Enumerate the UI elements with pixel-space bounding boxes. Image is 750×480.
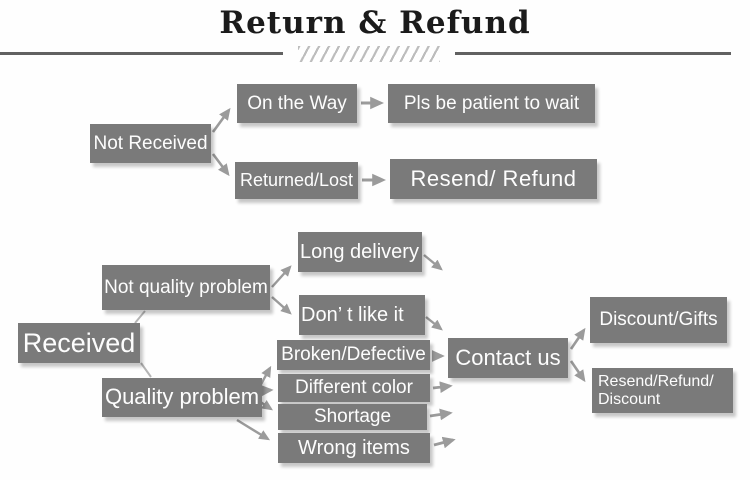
page-title: Return & Refund: [219, 5, 531, 41]
node-shortage: Shortage: [278, 404, 427, 430]
edge-notquality-received: [134, 310, 146, 324]
edge-notquality-longdelivery: [271, 265, 292, 288]
node-discount-gifts: Discount/Gifts: [590, 297, 727, 343]
node-not-quality-problem: Not quality problem: [102, 265, 270, 310]
node-returned-lost: Returned/Lost: [235, 162, 358, 199]
node-pls-be-patient: Pls be patient to wait: [388, 84, 595, 123]
node-resend-refund-discount: Resend/Refund/ Discount: [592, 368, 733, 413]
edge-quality-wrongitems: [236, 418, 271, 441]
node-dont-like-it: Don’ t like it: [299, 295, 425, 335]
edge-contactus-resendrefunddiscount: [569, 360, 586, 383]
node-broken-defective: Broken/Defective: [277, 340, 430, 370]
title-rule-left: [0, 52, 283, 55]
node-different-color: Different color: [278, 374, 430, 402]
edge-received-quality: [140, 362, 152, 378]
node-not-received: Not Received: [90, 124, 211, 163]
edge-notreceived-ontheway: [211, 107, 231, 133]
node-wrong-items: Wrong items: [278, 433, 430, 463]
node-resend-refund: Resend/ Refund: [390, 159, 597, 199]
edge-longdelivery-out: [423, 254, 443, 271]
edge-notreceived-returnedlost: [211, 153, 230, 177]
title-rule-right: [455, 52, 731, 55]
edge-shortage-contactus: [429, 408, 453, 421]
node-quality-problem: Quality problem: [102, 378, 262, 417]
edge-notquality-dontlike: [271, 296, 292, 315]
edge-contactus-discountgifts: [569, 327, 586, 350]
node-received: Received: [18, 323, 140, 363]
node-on-the-way: On the Way: [237, 84, 357, 123]
edge-wrongitems-contactus: [433, 436, 456, 449]
edge-dontlike-contactus: [425, 316, 443, 331]
node-long-delivery: Long delivery: [298, 232, 422, 272]
title-hatch-decoration: [298, 46, 440, 62]
edge-differentcolor-contactus: [432, 381, 453, 394]
node-contact-us: Contact us: [448, 338, 568, 378]
